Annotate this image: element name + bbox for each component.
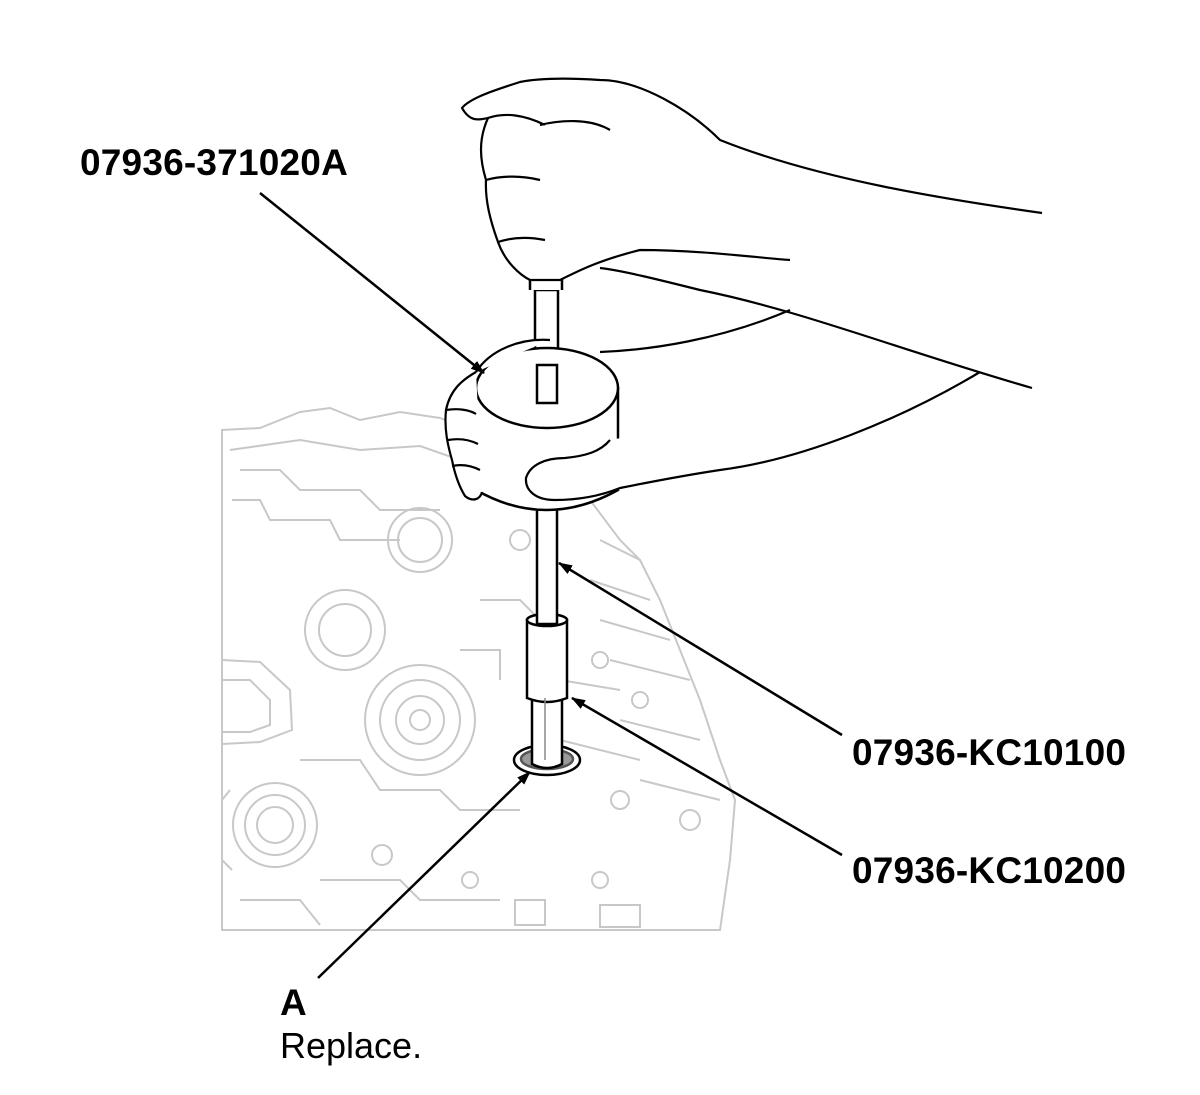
label-tool-shaft: 07936-KC10100	[852, 732, 1127, 773]
label-part-letter: A	[280, 982, 307, 1023]
driver-attachment	[525, 612, 569, 770]
leader-lines	[259, 192, 843, 979]
label-part-note: Replace.	[280, 1025, 423, 1066]
upper-hand	[460, 77, 1043, 390]
slide-hammer-weight	[474, 346, 620, 512]
leader-tool-shaft	[558, 561, 843, 737]
transmission-case	[221, 406, 737, 931]
label-tool-driver: 07936-KC10200	[852, 850, 1127, 891]
leader-part-a	[317, 771, 531, 979]
leader-tool-driver	[571, 696, 843, 857]
leader-tool-top	[259, 192, 485, 374]
lower-hand	[444, 308, 981, 502]
label-tool-top: 07936-371020A	[80, 142, 348, 183]
